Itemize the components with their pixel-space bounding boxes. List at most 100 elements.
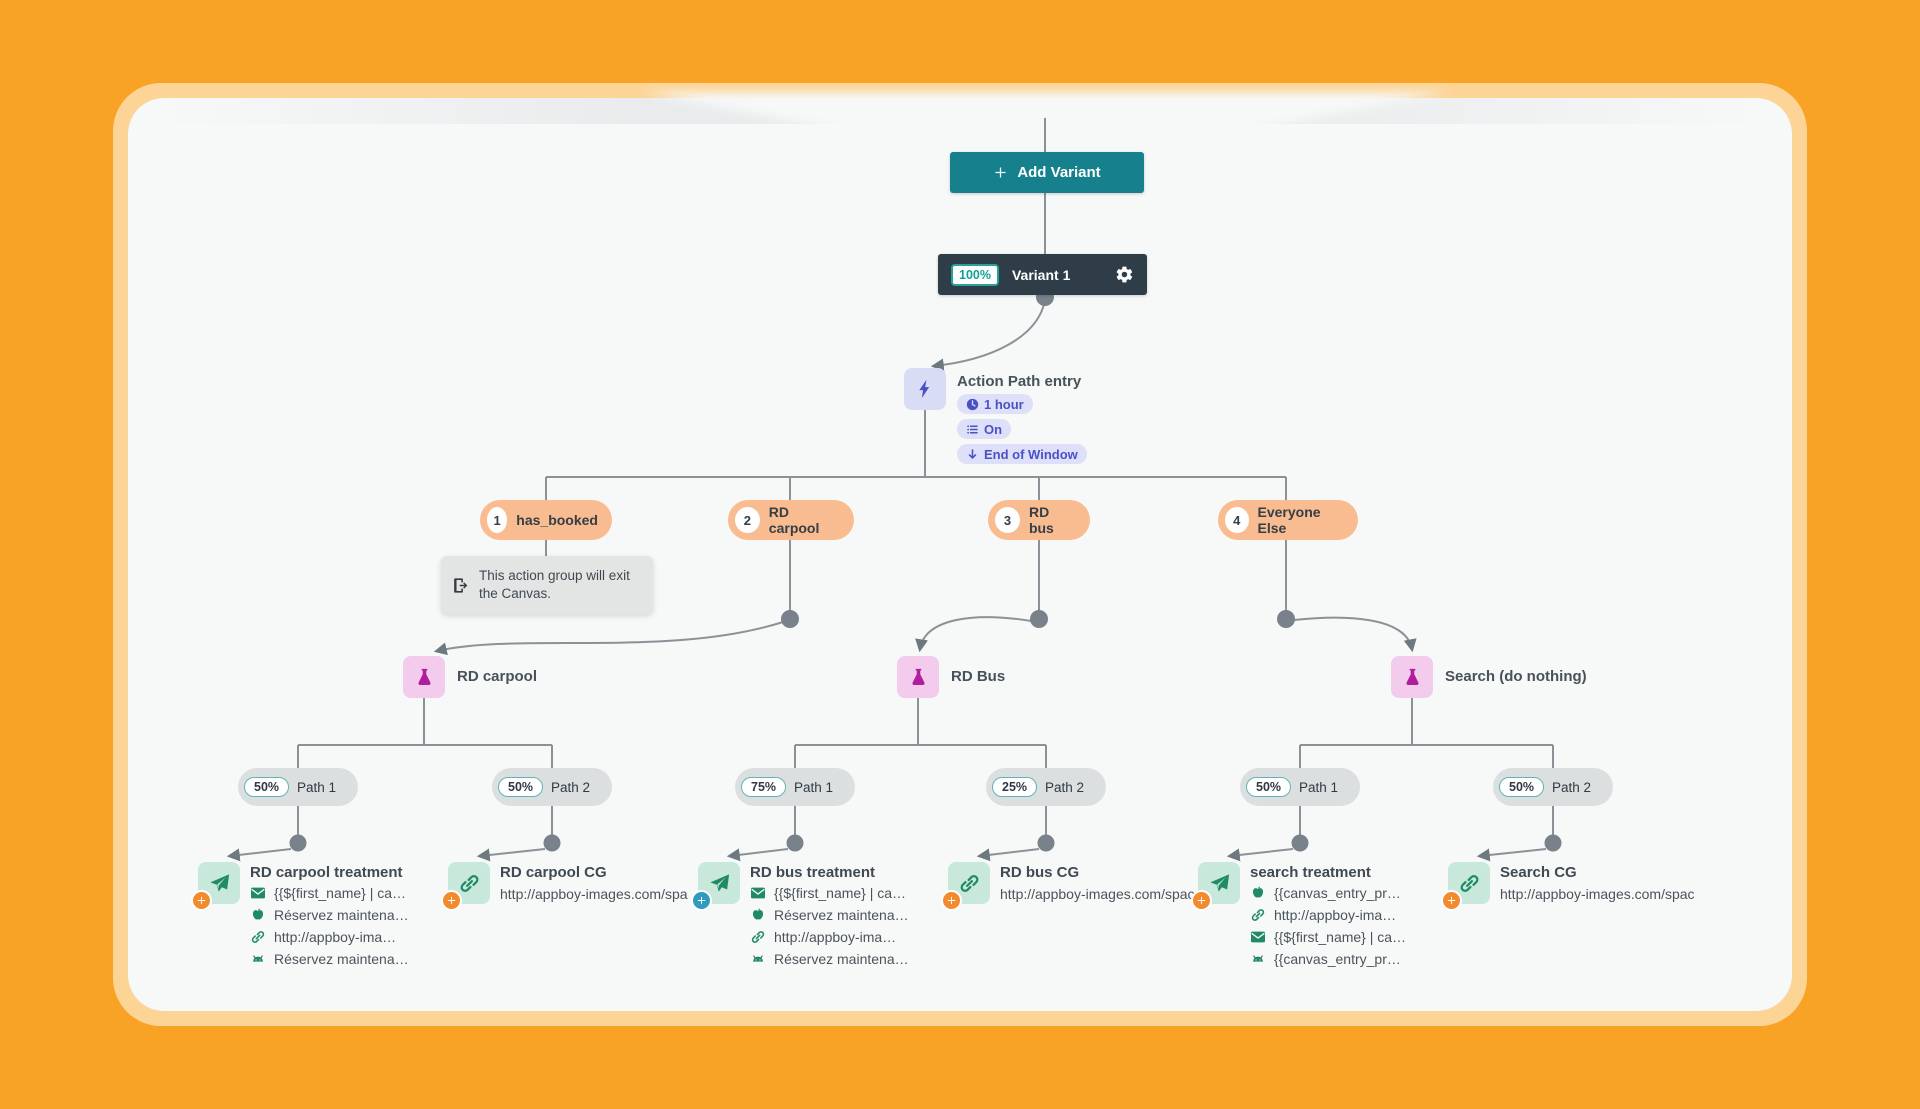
channel-email: {{${first_name} | ca…	[250, 885, 460, 901]
send-icon	[708, 872, 731, 895]
entry-badge-eow-label: End of Window	[984, 446, 1078, 462]
add-step-badge[interactable]	[191, 890, 212, 911]
leaf-search-treatment-text: search treatment {{canvas_entry_pr… http…	[1250, 864, 1460, 967]
path-label: Path 1	[1299, 779, 1339, 795]
path-percent: 25%	[992, 777, 1038, 797]
action-path-entry-badges: 1 hour On End of Window	[957, 394, 1087, 464]
path-percent: 50%	[498, 777, 544, 797]
experiment-rd-carpool-label: RD carpool	[457, 668, 538, 685]
leaf-rd-bus-cg-text: RD bus CG http://appboy-images.com/spac	[1000, 864, 1200, 902]
channel-android-push: {{canvas_entry_pr…	[1250, 951, 1460, 967]
leaf-rd-carpool-treatment-text: RD carpool treatment {{${first_name} | c…	[250, 864, 460, 967]
flask-icon	[1402, 667, 1423, 688]
variant-percent-badge: 100%	[951, 263, 999, 286]
canvas-surface	[128, 98, 1792, 1011]
branch-number: 2	[735, 507, 760, 533]
experiment-search-label: Search (do nothing)	[1445, 668, 1587, 685]
entry-badge-delay-label: 1 hour	[984, 396, 1024, 412]
leaf-url: http://appboy-images.com/spac	[1500, 886, 1695, 902]
link-icon	[1458, 872, 1481, 895]
leaf-title: RD carpool CG	[500, 864, 607, 881]
apple-icon	[750, 907, 766, 923]
leaf-title: RD bus treatment	[750, 864, 876, 881]
leaf-rd-carpool-cg-text: RD carpool CG http://appboy-images.com/s…	[500, 864, 696, 902]
plus-icon	[696, 895, 707, 906]
path-pill-search-2[interactable]: 50% Path 2	[1493, 768, 1613, 806]
add-step-badge[interactable]	[1191, 890, 1212, 911]
branch-label: Everyone Else	[1257, 504, 1321, 536]
path-pill-bus-1[interactable]: 75% Path 1	[735, 768, 855, 806]
leaf-url: http://appboy-images.com/spa	[500, 886, 688, 902]
action-path-entry-node[interactable]	[904, 368, 946, 410]
path-pill-bus-2[interactable]: 25% Path 2	[986, 768, 1106, 806]
branch-everyone-else[interactable]: 4 Everyone Else	[1218, 500, 1358, 540]
flask-icon	[414, 667, 435, 688]
apple-icon	[250, 907, 266, 923]
android-icon	[1250, 951, 1266, 967]
branch-rd-carpool[interactable]: 2 RD carpool	[728, 500, 854, 540]
link-icon	[750, 929, 766, 945]
message-step-rd-bus-cg[interactable]	[941, 862, 990, 911]
path-pill-search-1[interactable]: 50% Path 1	[1240, 768, 1360, 806]
experiment-search-node[interactable]	[1391, 656, 1433, 698]
path-percent: 50%	[244, 777, 290, 797]
exit-tooltip-line1: This action group will exit	[479, 568, 630, 583]
message-step-rd-carpool-cg[interactable]	[441, 862, 490, 911]
exit-canvas-tooltip: This action group will exit the Canvas.	[441, 556, 653, 614]
link-icon	[250, 929, 266, 945]
add-step-badge[interactable]	[691, 890, 712, 911]
branch-number: 4	[1225, 507, 1249, 533]
leaf-url: http://appboy-images.com/spac	[1000, 886, 1195, 902]
plus-icon	[446, 895, 457, 906]
message-step-search-cg[interactable]	[1441, 862, 1490, 911]
variant-name: Variant 1	[1011, 266, 1071, 283]
entry-badge-on: On	[957, 419, 1012, 439]
message-step-rd-bus-treatment[interactable]	[691, 862, 740, 911]
branch-label: RD bus	[1028, 504, 1054, 536]
path-label: Path 2	[551, 779, 591, 795]
leaf-title: search treatment	[1250, 864, 1371, 881]
variant-settings-button[interactable]	[1115, 265, 1134, 284]
entry-badge-end-of-window: End of Window	[957, 444, 1087, 464]
channel-webhook: http://appboy-ima…	[1250, 907, 1460, 923]
branch-rd-bus[interactable]: 3 RD bus	[988, 500, 1090, 540]
channel-webhook: http://appboy-ima…	[750, 929, 960, 945]
branch-number: 3	[995, 507, 1020, 533]
android-icon	[750, 951, 766, 967]
add-step-badge[interactable]	[441, 890, 462, 911]
path-label: Path 1	[794, 779, 834, 795]
path-pill-carpool-2[interactable]: 50% Path 2	[492, 768, 612, 806]
channel-email: {{${first_name} | ca…	[1250, 929, 1460, 945]
message-step-search-treatment[interactable]	[1191, 862, 1240, 911]
leaf-search-cg-text: Search CG http://appboy-images.com/spac	[1500, 864, 1740, 902]
add-step-badge[interactable]	[941, 890, 962, 911]
message-step-rd-carpool-treatment[interactable]	[191, 862, 240, 911]
channel-ios-push: {{canvas_entry_pr…	[1250, 885, 1460, 901]
experiment-rd-carpool-node[interactable]	[403, 656, 445, 698]
branch-label: RD carpool	[768, 504, 820, 536]
experiment-rd-bus-node[interactable]	[897, 656, 939, 698]
branch-number: 1	[487, 507, 508, 533]
action-path-entry-title: Action Path entry	[957, 373, 1082, 390]
add-step-badge[interactable]	[1441, 890, 1462, 911]
add-variant-button[interactable]: Add Variant	[950, 152, 1144, 193]
branch-has-booked[interactable]: 1 has_booked	[480, 500, 612, 540]
path-pill-carpool-1[interactable]: 50% Path 1	[238, 768, 358, 806]
variant-1-node[interactable]: 100% Variant 1	[938, 254, 1147, 295]
leaf-title: RD bus CG	[1000, 864, 1080, 881]
entry-badge-delay: 1 hour	[957, 394, 1033, 414]
path-percent: 50%	[1499, 777, 1545, 797]
plus-icon	[196, 895, 207, 906]
send-icon	[208, 872, 231, 895]
apple-icon	[1250, 885, 1266, 901]
channel-android-push: Réservez maintena…	[250, 951, 460, 967]
lightning-bolt-icon	[914, 378, 936, 400]
branch-label: has_booked	[516, 512, 598, 528]
link-icon	[1250, 907, 1266, 923]
path-label: Path 2	[1552, 779, 1592, 795]
channel-webhook: http://appboy-ima…	[250, 929, 460, 945]
plus-icon	[993, 165, 1008, 180]
exit-tooltip-line2: the Canvas.	[479, 586, 552, 601]
path-percent: 75%	[741, 777, 787, 797]
